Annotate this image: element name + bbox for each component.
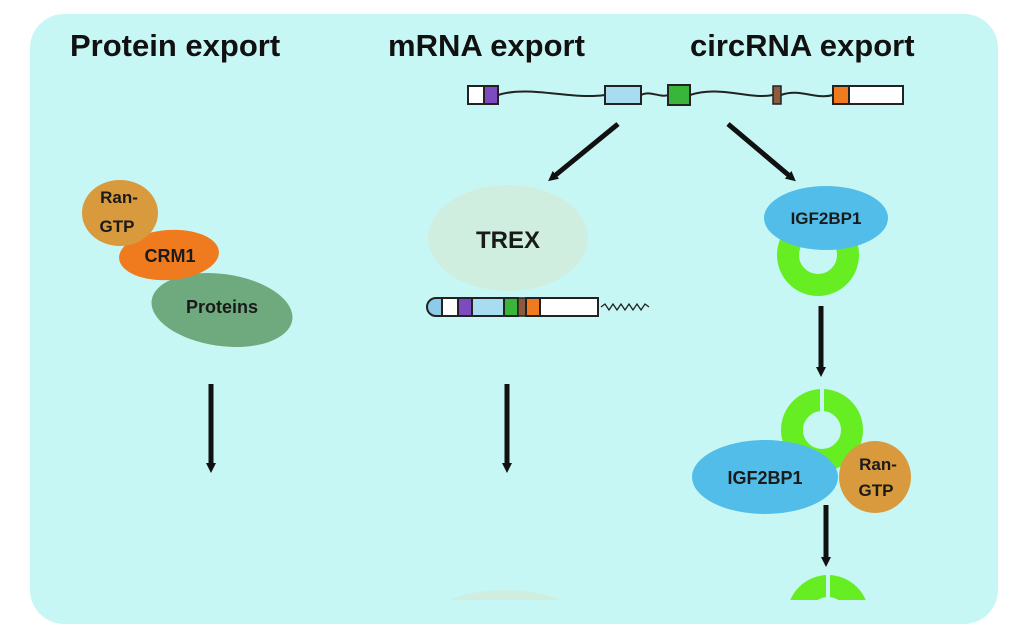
ran-gtp-label: GTP [100, 217, 135, 236]
exon-white-tail [848, 85, 904, 105]
exon-orange [832, 85, 850, 105]
exon-brown [517, 297, 527, 317]
ran-gtp-blob-2 [839, 441, 911, 513]
export-diagram: Ran- GTP CRM1 Proteins TREX IGF2BP1 IGF2… [82, 84, 911, 600]
exon-lightblue [604, 85, 642, 105]
arrow-to-igf2bp1 [726, 122, 796, 182]
ran-gtp-label-2: Ran- [859, 455, 897, 474]
crm1-label: CRM1 [144, 246, 195, 266]
igf2bp1-blob [764, 186, 888, 250]
exon-brown [772, 85, 782, 105]
exon-white-tail [539, 297, 599, 317]
mrna-cap [426, 297, 442, 317]
exon-purple [457, 297, 473, 317]
exon-green [667, 84, 691, 106]
intron-line [497, 90, 606, 98]
igf2bp1-label-2: IGF2BP1 [727, 468, 802, 488]
trex-label: TREX [476, 227, 540, 254]
partial-blob [449, 590, 561, 600]
circrna-export-title: circRNA export [690, 28, 915, 63]
trex-blob [428, 185, 588, 291]
pre-mrna-gene [467, 84, 904, 106]
exon-white [441, 297, 459, 317]
intron-line [689, 90, 774, 97]
proteins-label: Proteins [186, 297, 258, 317]
intron-line [780, 91, 834, 98]
exon-orange [525, 297, 541, 317]
ran-gtp-label: Ran- [100, 188, 138, 207]
mrna-export-title: mRNA export [388, 28, 585, 63]
igf2bp1-blob-2 [692, 440, 838, 514]
exon-lightblue [471, 297, 505, 317]
igf2bp1-label: IGF2BP1 [791, 209, 862, 228]
proteins-blob [151, 273, 293, 347]
protein-export-title: Protein export [70, 28, 281, 63]
arrow-to-trex [548, 122, 620, 182]
ran-gtp-blob [82, 180, 158, 246]
exon-purple [483, 85, 499, 105]
mature-mrna [426, 297, 650, 317]
ran-gtp-label-2: GTP [859, 481, 894, 500]
circrna-ring-partial [790, 572, 866, 600]
crm1-blob [119, 229, 219, 281]
poly-a-tail [600, 302, 650, 312]
intron-line [640, 92, 669, 97]
exon-green [503, 297, 519, 317]
